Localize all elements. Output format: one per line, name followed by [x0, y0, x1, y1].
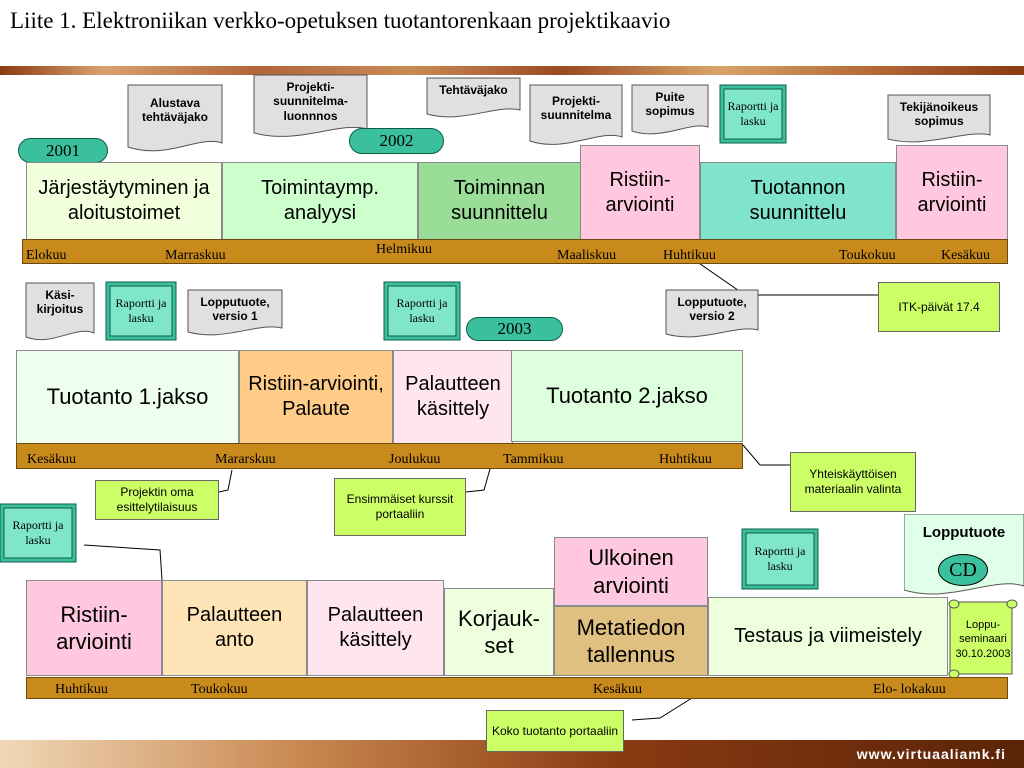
- phase-toimintaymp-analyysi: Toimintaymp. analyysi: [222, 162, 418, 240]
- document-alustava-tehtavajako: Alustava tehtäväjako: [127, 84, 223, 153]
- phase-metatiedon-tallennus: Metatiedon tallennus: [554, 606, 708, 676]
- phase-palautteen-kasittely-1: Palautteen käsittely: [393, 350, 513, 444]
- footer-site: www.virtuaaliamk.fi: [856, 746, 1006, 762]
- document-puite-sopimus: Puite sopimus: [631, 84, 709, 137]
- month-label: Kesäkuu: [941, 248, 990, 263]
- phase-toiminnan-suunnittelu: Toiminnan suunnittelu: [418, 162, 581, 240]
- note-yhteiskayttoinen-materiaali: Yhteiskäyttöisen materiaalin valinta: [790, 452, 916, 512]
- phase-ulkoinen-arviointi: Ulkoinen arviointi: [554, 537, 708, 606]
- month-label: Elo- lokakuu: [873, 682, 946, 697]
- raportti-ja-lasku-row3b: Raportti ja lasku: [741, 528, 819, 590]
- month-label: Mararskuu: [215, 452, 276, 467]
- month-label: Toukokuu: [191, 682, 248, 697]
- note-projektin-esittely: Projektin oma esittelytilaisuus: [95, 480, 219, 520]
- raportti-ja-lasku-row1: Raportti ja lasku: [719, 84, 787, 144]
- month-label: Kesäkuu: [593, 682, 642, 697]
- month-label: Huhtikuu: [663, 248, 716, 263]
- year-2003: 2003: [466, 317, 563, 341]
- phase-jarjestaytyminen: Järjestäytyminen ja aloitustoimet: [26, 162, 222, 240]
- month-label: Huhtikuu: [659, 452, 712, 467]
- cd-icon: CD: [938, 554, 988, 586]
- phase-palautteen-kasittely-2: Palautteen käsittely: [307, 580, 444, 676]
- timeline-row2: Kesäkuu Mararskuu Joulukuu Tammikuu Huht…: [16, 443, 743, 469]
- phase-tuotanto-2-jakso: Tuotanto 2.jakso: [511, 350, 743, 442]
- document-projektisuunnitelma-luonnos: Projekti-suunnitelma-luonnnos: [253, 74, 368, 139]
- document-lopputuote-cd: Lopputuote CD: [904, 514, 1024, 598]
- month-label: Maaliskuu: [557, 248, 617, 263]
- note-itk-paivat: ITK-päivät 17.4: [878, 282, 1000, 332]
- phase-ristiinarviointi-3: Ristiin-arviointi: [26, 580, 162, 676]
- document-tehtavajako: Tehtäväjako: [426, 77, 521, 120]
- document-kasikirjoitus: Käsi-kirjoitus: [25, 282, 95, 343]
- month-label: Tammikuu: [503, 452, 564, 467]
- month-label: Joulukuu: [389, 452, 441, 467]
- page-title: Liite 1. Elektroniikan verkko-opetuksen …: [10, 8, 671, 33]
- month-label: Elokuu: [26, 248, 67, 263]
- year-2001: 2001: [18, 138, 108, 163]
- month-label: Helmikuu: [376, 242, 432, 257]
- decorative-top-band: [0, 66, 1024, 75]
- phase-tuotannon-suunnittelu: Tuotannon suunnittelu: [700, 162, 896, 240]
- month-label: Kesäkuu: [27, 452, 76, 467]
- raportti-ja-lasku-row2b: Raportti ja lasku: [383, 281, 461, 341]
- document-tekijanoikeus-sopimus: Tekijänoikeus sopimus: [887, 94, 991, 145]
- phase-korjaukset: Korjauk-set: [444, 588, 554, 676]
- scroll-loppuseminaari: Loppu-seminaari 30.10.2003: [948, 599, 1020, 680]
- year-2002: 2002: [349, 128, 444, 154]
- document-lopputuote-versio1: Lopputuote, versio 1: [187, 289, 283, 338]
- note-koko-tuotanto: Koko tuotanto portaaliin: [486, 710, 624, 752]
- timeline-row1: Elokuu Marraskuu Helmikuu Maaliskuu Huht…: [22, 239, 1008, 264]
- phase-ristiinarviointi-palaute: Ristiin-arviointi, Palaute: [239, 350, 393, 444]
- document-projektisuunnitelma: Projekti-suunnitelma: [529, 84, 623, 147]
- phase-ristiinarviointi-1: Ristiin-arviointi: [580, 145, 700, 240]
- phase-tuotanto-1-jakso: Tuotanto 1.jakso: [16, 350, 239, 444]
- phase-ristiinarviointi-2: Ristiin-arviointi: [896, 145, 1008, 240]
- raportti-ja-lasku-row2a: Raportti ja lasku: [105, 281, 177, 341]
- month-label: Toukokuu: [839, 248, 896, 263]
- document-lopputuote-versio2: Lopputuote, versio 2: [665, 289, 759, 340]
- month-label: Huhtikuu: [55, 682, 108, 697]
- month-label: Marraskuu: [165, 248, 226, 263]
- raportti-ja-lasku-row3a: Raportti ja lasku: [0, 503, 77, 563]
- phase-palautteen-anto: Palautteen anto: [162, 580, 307, 676]
- phase-testaus-ja-viimeistely: Testaus ja viimeistely: [708, 597, 948, 676]
- timeline-row3: Huhtikuu Toukokuu Kesäkuu Elo- lokakuu: [26, 677, 1008, 699]
- note-ensimmaiset-kurssit: Ensimmäiset kurssit portaaliin: [334, 478, 466, 536]
